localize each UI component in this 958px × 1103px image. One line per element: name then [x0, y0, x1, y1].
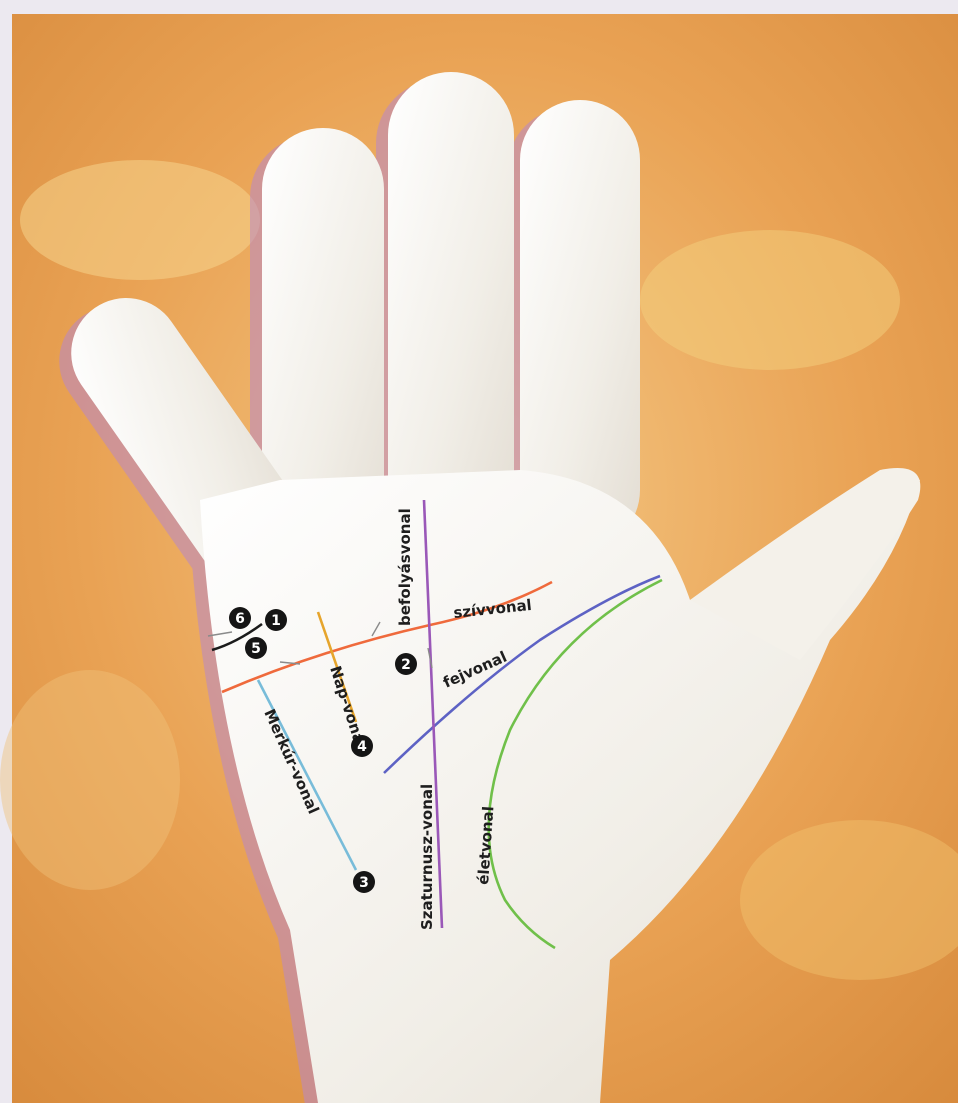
marker-1: 1: [265, 609, 287, 631]
background-highlight: [0, 670, 180, 890]
marker-2: 2: [395, 653, 417, 675]
marker-5: 5: [245, 637, 267, 659]
svg-text:1: 1: [271, 613, 281, 629]
marker-4: 4: [351, 735, 373, 757]
svg-text:6: 6: [235, 611, 245, 627]
top-border: [0, 0, 958, 14]
marker-3: 3: [353, 871, 375, 893]
influence-line-label: befolyásvonal: [396, 508, 414, 626]
background-highlight: [20, 160, 260, 280]
svg-text:5: 5: [251, 641, 261, 657]
fate-line-label: Szaturnusz-vonal: [418, 784, 436, 930]
left-border: [0, 0, 12, 1103]
svg-text:4: 4: [357, 739, 367, 755]
svg-text:3: 3: [359, 875, 369, 891]
marker-6: 6: [229, 607, 251, 629]
svg-text:2: 2: [401, 657, 411, 673]
background-highlight: [640, 230, 900, 370]
